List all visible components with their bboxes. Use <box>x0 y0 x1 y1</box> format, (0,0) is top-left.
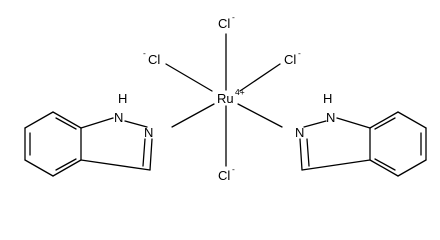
label-ru-metal: Ru 4+ <box>217 87 245 106</box>
svg-text:Cl: Cl <box>148 52 160 67</box>
label-cl-bottom: Cl - <box>218 164 235 183</box>
svg-text:H: H <box>118 91 127 106</box>
ru-cl-bonds <box>165 33 281 167</box>
indazole-right <box>299 111 427 177</box>
label-left-nh: H N <box>114 91 127 125</box>
svg-text:Cl: Cl <box>218 168 230 183</box>
svg-text:-: - <box>232 12 235 22</box>
svg-text:Ru: Ru <box>217 91 234 106</box>
svg-text:Cl: Cl <box>284 52 296 67</box>
label-left-n: N <box>144 125 153 140</box>
svg-text:-: - <box>143 48 146 58</box>
bond-ru-n-right <box>237 103 283 128</box>
bond-ru-cl-left <box>165 63 213 92</box>
bond-ru-n-left <box>171 103 215 128</box>
svg-text:N: N <box>114 110 123 125</box>
label-right-n: N <box>295 125 304 140</box>
indazole-left <box>24 111 153 177</box>
structure-diagram: Cl - - Cl Cl - Ru 4+ Cl - H N N H N N <box>24 12 427 183</box>
label-right-nh: H N <box>323 91 335 125</box>
svg-text:4+: 4+ <box>235 87 245 97</box>
ru-indazole-chloride-structure: Cl - - Cl Cl - Ru 4+ Cl - H N N H N N <box>24 12 427 183</box>
svg-text:H: H <box>323 91 332 106</box>
bond-ru-cl-right <box>239 63 281 92</box>
svg-text:-: - <box>232 164 235 174</box>
svg-text:Cl: Cl <box>218 16 230 31</box>
svg-text:-: - <box>298 48 301 58</box>
svg-text:N: N <box>326 110 335 125</box>
label-cl-left: - Cl <box>143 48 160 67</box>
label-cl-right: Cl - <box>284 48 301 67</box>
label-cl-top: Cl - <box>218 12 235 31</box>
